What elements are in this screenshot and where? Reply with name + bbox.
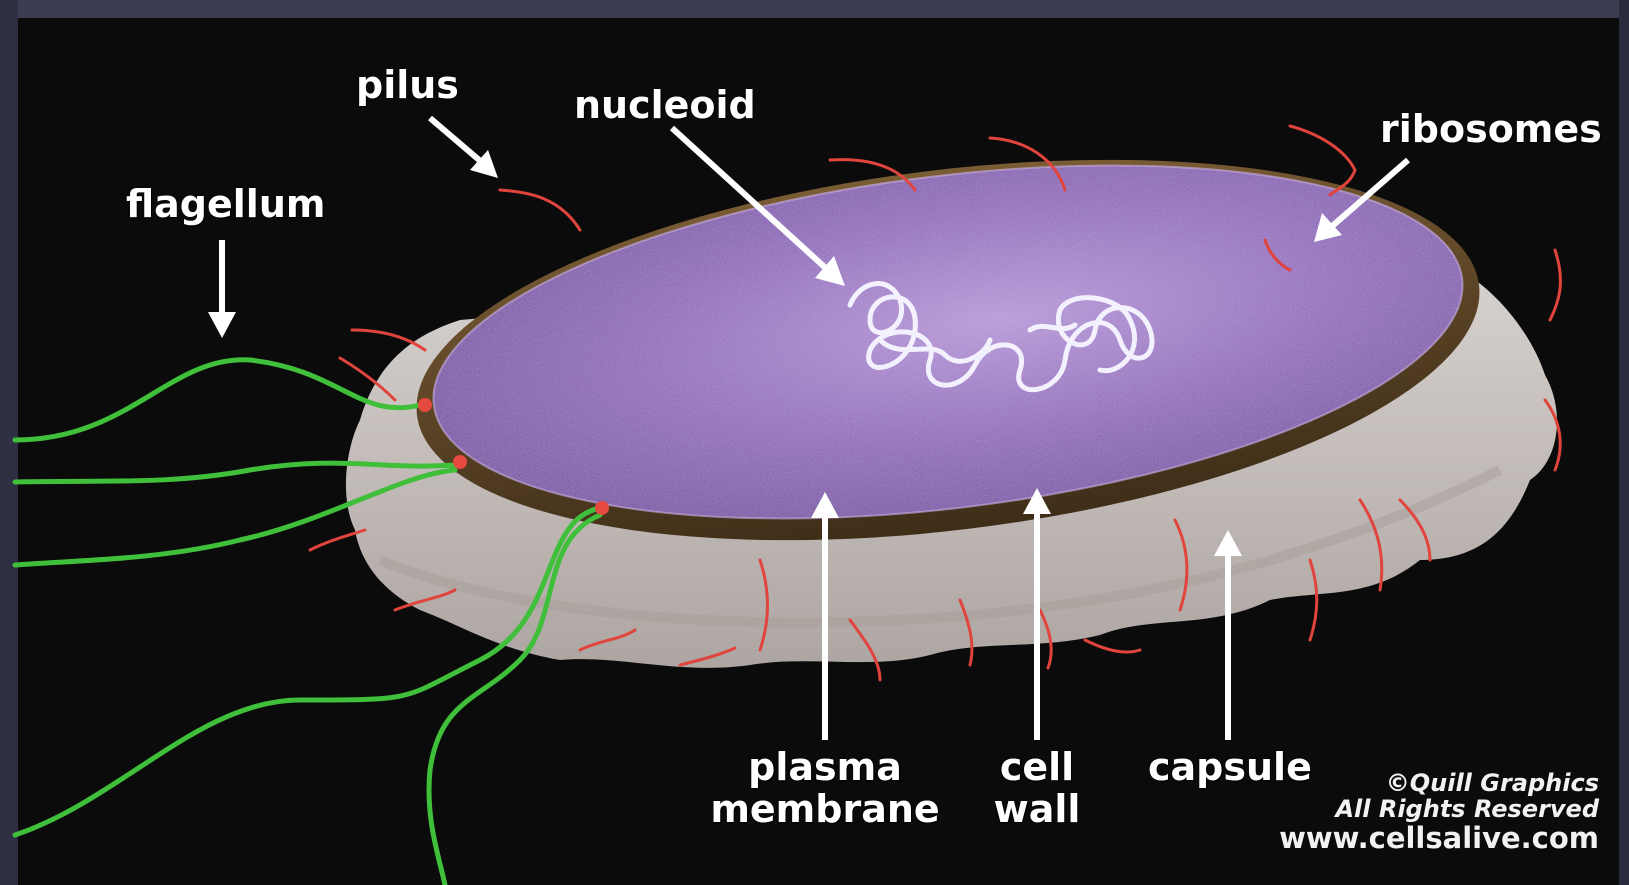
flagellum-arrow: [208, 240, 236, 338]
label-nucleoid: nucleoid: [574, 86, 756, 124]
label-plasma-membrane-line1: plasma: [705, 748, 945, 786]
label-cell-wall-line1: cell: [977, 748, 1097, 786]
label-cell-wall: cell wall: [977, 748, 1097, 828]
label-flagellum: flagellum: [126, 185, 325, 223]
label-cell-wall-line2: wall: [977, 790, 1097, 828]
copyright-credit: ©Quill Graphics All Rights Reserved www.…: [1279, 770, 1599, 855]
label-plasma-membrane: plasma membrane: [705, 748, 945, 828]
credit-website: www.cellsalive.com: [1279, 823, 1599, 855]
label-plasma-membrane-line2: membrane: [705, 790, 945, 828]
label-ribosomes: ribosomes: [1380, 110, 1602, 148]
pilus-arrow: [430, 118, 498, 178]
credit-line1: ©Quill Graphics: [1279, 770, 1599, 796]
label-pilus: pilus: [356, 66, 459, 104]
credit-line2: All Rights Reserved: [1279, 796, 1599, 822]
